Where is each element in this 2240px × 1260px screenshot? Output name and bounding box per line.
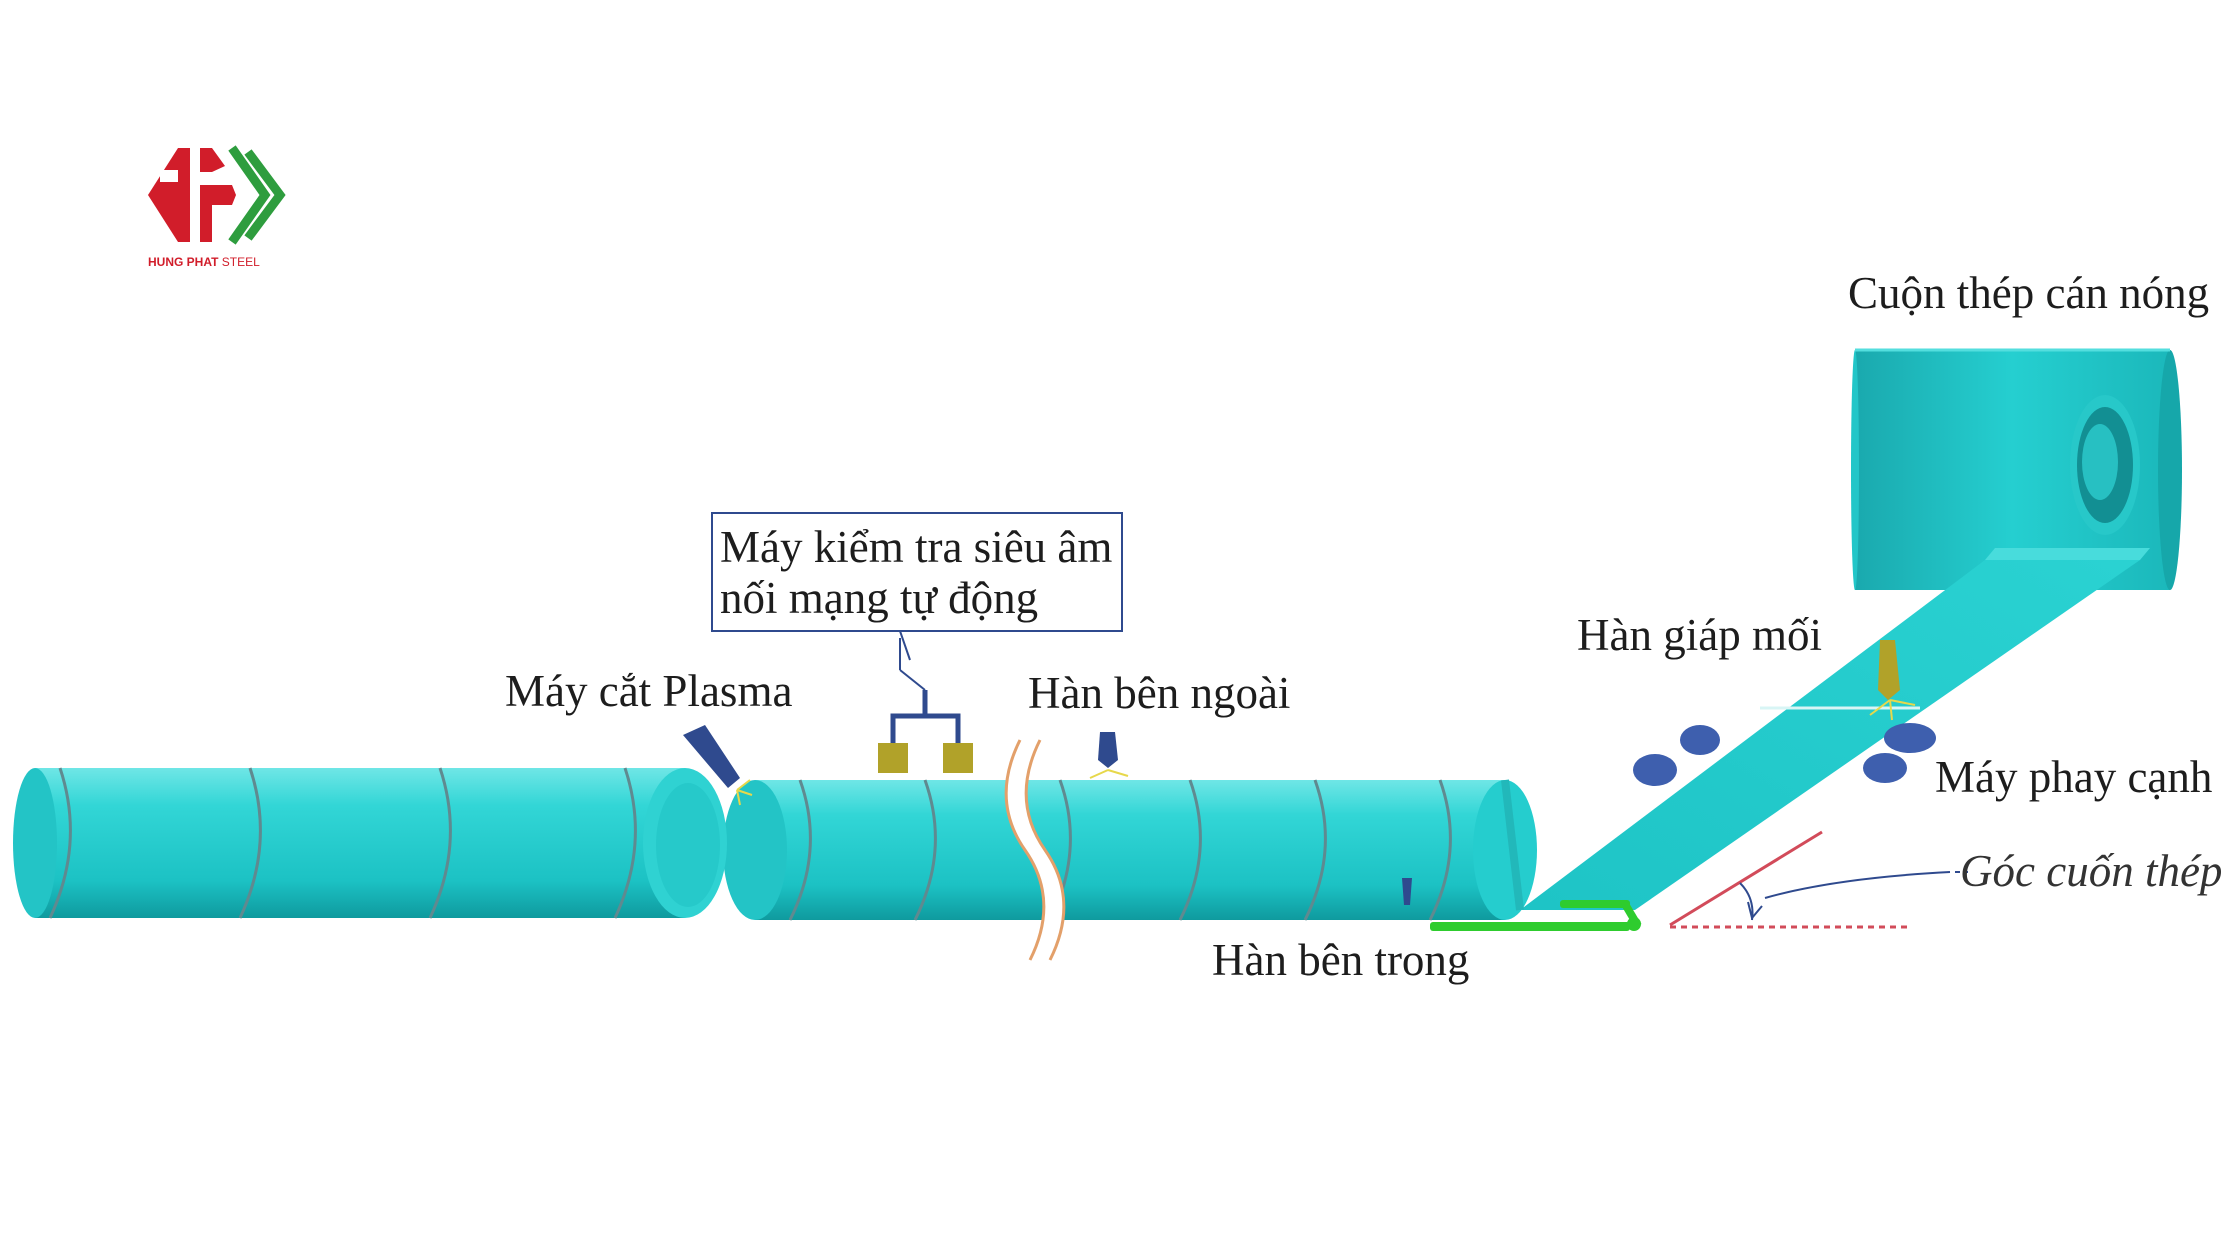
- label-inside-weld: Hàn bên trong: [1212, 935, 1469, 985]
- label-hot-rolled-coil: Cuộn thép cán nóng: [1848, 268, 2209, 318]
- label-edge-milling: Máy phay cạnh: [1935, 752, 2212, 802]
- label-ultrasonic-line2: nối mạng tự động: [720, 573, 1038, 623]
- forming-pipe: [723, 638, 1642, 965]
- inside-weld-unit: [1402, 878, 1642, 931]
- forming-angle-indicator: [1669, 830, 1968, 929]
- logo-hp-mark-icon: [148, 145, 286, 245]
- plasma-torch-icon: [683, 725, 753, 806]
- steel-strip: [1520, 548, 2150, 910]
- break-symbol-icon: [1004, 735, 1066, 965]
- label-ultrasonic-line1: Máy kiểm tra siêu âm: [720, 522, 1112, 572]
- outside-weld-torch-icon: [1089, 732, 1129, 779]
- ultrasonic-probes: [878, 638, 973, 773]
- label-outside-weld: Hàn bên ngoài: [1028, 668, 1290, 718]
- logo-brand-text: HUNG PHAT STEEL: [148, 255, 260, 269]
- company-logo: HUNG PHAT STEEL: [148, 145, 286, 269]
- label-forming-angle: Góc cuốn thép: [1960, 846, 2222, 896]
- ultrasonic-label-box: [711, 512, 1123, 632]
- label-butt-weld: Hàn giáp mối: [1577, 610, 1822, 660]
- edge-milling-rollers: [1633, 723, 1936, 786]
- finished-pipe: [13, 725, 753, 919]
- label-plasma-cutter: Máy cắt Plasma: [505, 666, 792, 716]
